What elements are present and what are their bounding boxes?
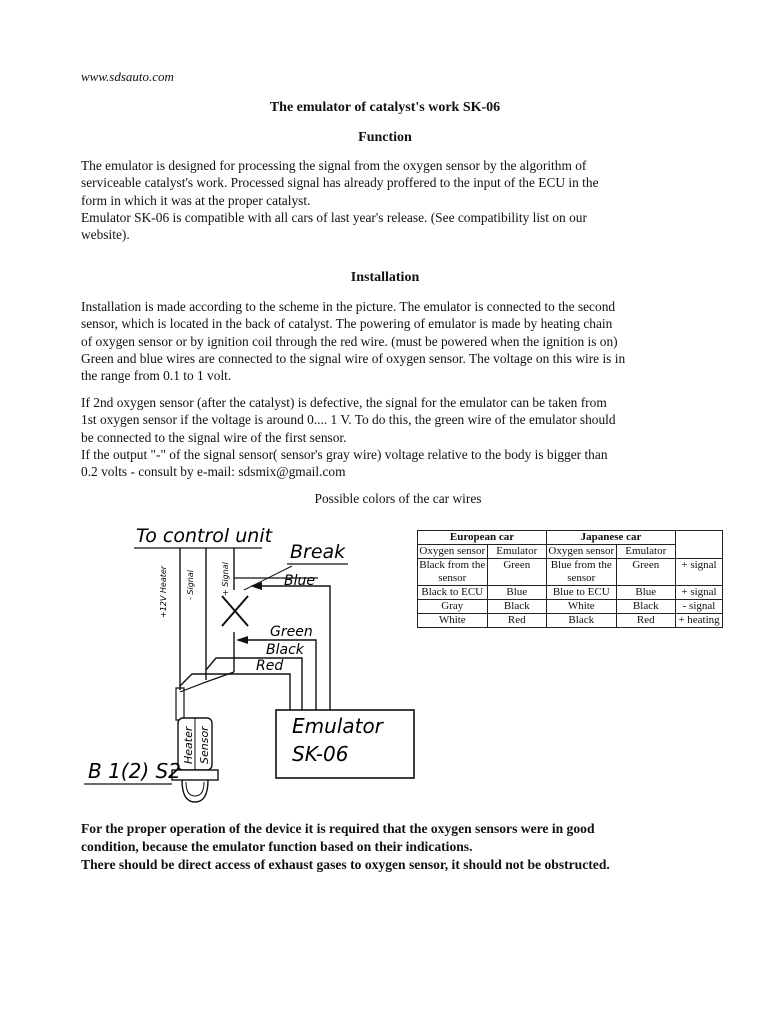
table-cell: Gray: [417, 599, 488, 614]
col-emulator-jp: Emulator: [615, 544, 677, 559]
table-row: Gray Black White Black - signal: [417, 599, 723, 614]
sensor-wire-bundle: [175, 687, 185, 721]
text-line: Green and blue wires are connected to th…: [81, 350, 626, 366]
table-caption: Possible colors of the car wires: [314, 491, 482, 506]
signal-minus-label: - Signal: [186, 569, 195, 600]
table-cell: + signal: [675, 558, 723, 586]
installation-paragraph-2: If 2nd oxygen sensor (after the catalyst…: [81, 394, 721, 480]
text-line: form in which it was at the proper catal…: [81, 192, 311, 208]
table-cell: Black: [546, 613, 617, 628]
wiring-diagram: To control unit Break +12V Heater - Sign…: [84, 525, 415, 803]
text-line: website).: [81, 227, 130, 243]
text-line: serviceable catalyst's work. Processed s…: [81, 175, 599, 191]
text-line: 0.2 volts - consult by e-mail: sdsmix@gm…: [81, 464, 346, 480]
table-cell: Green: [615, 558, 677, 586]
table-row: Black to ECU Blue Blue to ECU Blue + sig…: [417, 585, 723, 600]
table-cell: Blue from the sensor: [546, 558, 617, 586]
text-line: There should be direct access of exhaust…: [81, 857, 610, 873]
table-row: White Red Black Red + heating: [417, 613, 723, 628]
installation-paragraph-1: Installation is made according to the sc…: [81, 298, 721, 384]
text-line: condition, because the emulator function…: [81, 839, 473, 855]
signal-plus-label: + Signal: [221, 561, 230, 596]
text-line: the range from 0.1 to 1 volt.: [81, 368, 232, 384]
red-wire: [179, 673, 291, 710]
table-cell: Black from the sensor: [417, 558, 488, 586]
col-emulator-eu: Emulator: [486, 544, 548, 559]
table-cell: White: [546, 599, 617, 614]
sensor-tip-inner: [185, 781, 205, 797]
table-cell: Blue to ECU: [546, 585, 617, 600]
blue-label: Blue: [284, 573, 315, 589]
green-arrow: [236, 636, 248, 644]
text-line: 1st oxygen sensor if the voltage is arou…: [81, 412, 616, 428]
text-line: sensor, which is located in the back of …: [81, 316, 613, 332]
black-label: Black: [266, 642, 305, 658]
operation-note: For the proper operation of the device i…: [81, 820, 741, 875]
blue-arrow: [250, 582, 262, 590]
sensor-tip: [181, 779, 209, 803]
col-oxygen-sensor-jp: Oxygen sensor: [546, 544, 617, 559]
break-mark: [221, 595, 249, 627]
table-cell: + signal: [675, 585, 723, 600]
emulator-label: Emulator: [292, 714, 385, 738]
emulator-box: [275, 709, 415, 779]
table-row: Black from the sensor Green Blue from th…: [417, 558, 723, 586]
document-title: The emulator of catalyst's work SK-06: [269, 100, 501, 115]
green-label: Green: [270, 624, 313, 640]
text-line: of oxygen sensor or by ignition coil thr…: [81, 333, 618, 349]
table-cell: Black: [615, 599, 677, 614]
break-label: Break: [290, 541, 346, 563]
text-line: If 2nd oxygen sensor (after the catalyst…: [81, 395, 607, 410]
sensor-text: Sensor: [198, 725, 211, 764]
red-label: Red: [256, 658, 283, 674]
sensor-nut: [171, 769, 219, 781]
text-line: The emulator is designed for processing …: [81, 158, 587, 173]
text-line: be connected to the signal wire of the f…: [81, 429, 347, 445]
table-cell: Blue: [615, 585, 677, 600]
heater-wire-label: +12V Heater: [159, 565, 168, 618]
heater-text: Heater: [182, 725, 195, 764]
function-paragraph: The emulator is designed for processing …: [81, 157, 721, 243]
table-cell: + heating: [675, 613, 723, 628]
table-cell: Red: [615, 613, 677, 628]
table-subheader-row: Oxygen sensor Emulator Oxygen sensor Emu…: [417, 544, 723, 559]
table-cell: White: [417, 613, 488, 628]
installation-heading: Installation: [350, 270, 420, 285]
black-wire: [205, 657, 303, 710]
column-group-european: European car: [417, 530, 547, 545]
text-line: If the output "-" of the signal sensor( …: [81, 446, 608, 462]
table-cell: - signal: [675, 599, 723, 614]
text-line: Installation is made according to the sc…: [81, 299, 616, 314]
table-cell: Black to ECU: [417, 585, 488, 600]
to-control-unit-label: To control unit: [136, 525, 274, 547]
column-group-japanese: Japanese car: [546, 530, 676, 545]
site-url: www.sdsauto.com: [81, 69, 174, 84]
table-cell: Red: [486, 613, 548, 628]
wire-colors-table: European car Japanese car Oxygen sensor …: [417, 530, 723, 628]
blue-wire: [260, 585, 331, 710]
sensor-wire-merge: [179, 671, 235, 693]
green-wire: [246, 639, 317, 710]
text-line: Emulator SK-06 is compatible with all ca…: [81, 209, 587, 225]
table-cell: Green: [486, 558, 548, 586]
table-cell: Black: [486, 599, 548, 614]
function-heading: Function: [358, 130, 412, 145]
table-header-row: European car Japanese car: [417, 530, 723, 559]
column-function: [675, 530, 723, 559]
col-oxygen-sensor-eu: Oxygen sensor: [417, 544, 488, 559]
emulator-model: SK-06: [292, 742, 348, 766]
sensor-id-label: B 1(2) S2: [88, 759, 181, 783]
text-line: For the proper operation of the device i…: [81, 821, 595, 836]
table-cell: Blue: [486, 585, 548, 600]
